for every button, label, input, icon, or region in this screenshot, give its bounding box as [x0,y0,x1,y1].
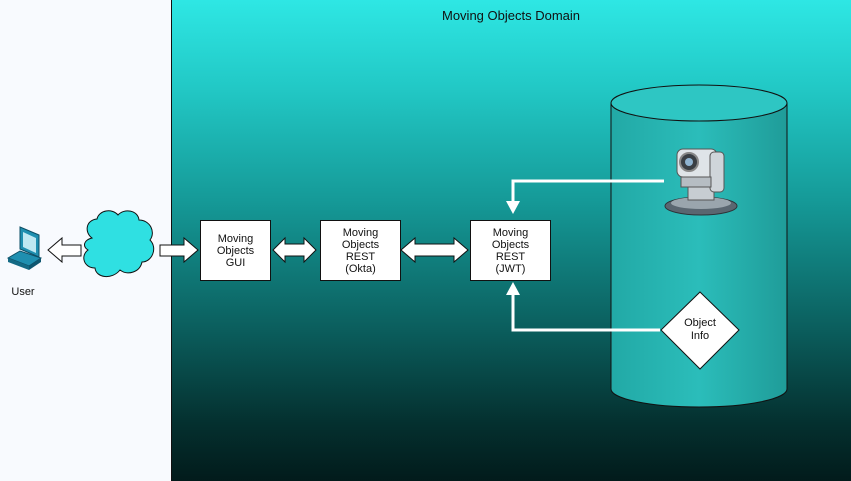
cloud-to-user-arrow [47,236,82,264]
domain-title: Moving Objects Domain [442,8,580,23]
moving-objects-rest-jwt-node[interactable]: Moving Objects REST (JWT) [470,220,551,281]
cloud-icon [83,210,155,277]
okta-jwt-double-arrow [400,236,469,264]
moving-objects-gui-node[interactable]: Moving Objects GUI [200,220,271,281]
user-label: User [11,286,35,298]
object-info-label: Object Info [684,317,716,342]
laptop-icon [6,226,43,270]
cloud-to-gui-arrow [159,236,199,264]
camera-to-rest-jwt-arrow [506,179,664,214]
moving-objects-rest-okta-node[interactable]: Moving Objects REST (Okta) [320,220,401,281]
camera-icon [664,148,738,216]
object-info-diamond [660,291,740,370]
gui-okta-double-arrow [272,236,317,264]
object-info-to-rest-jwt-arrow [506,282,660,332]
